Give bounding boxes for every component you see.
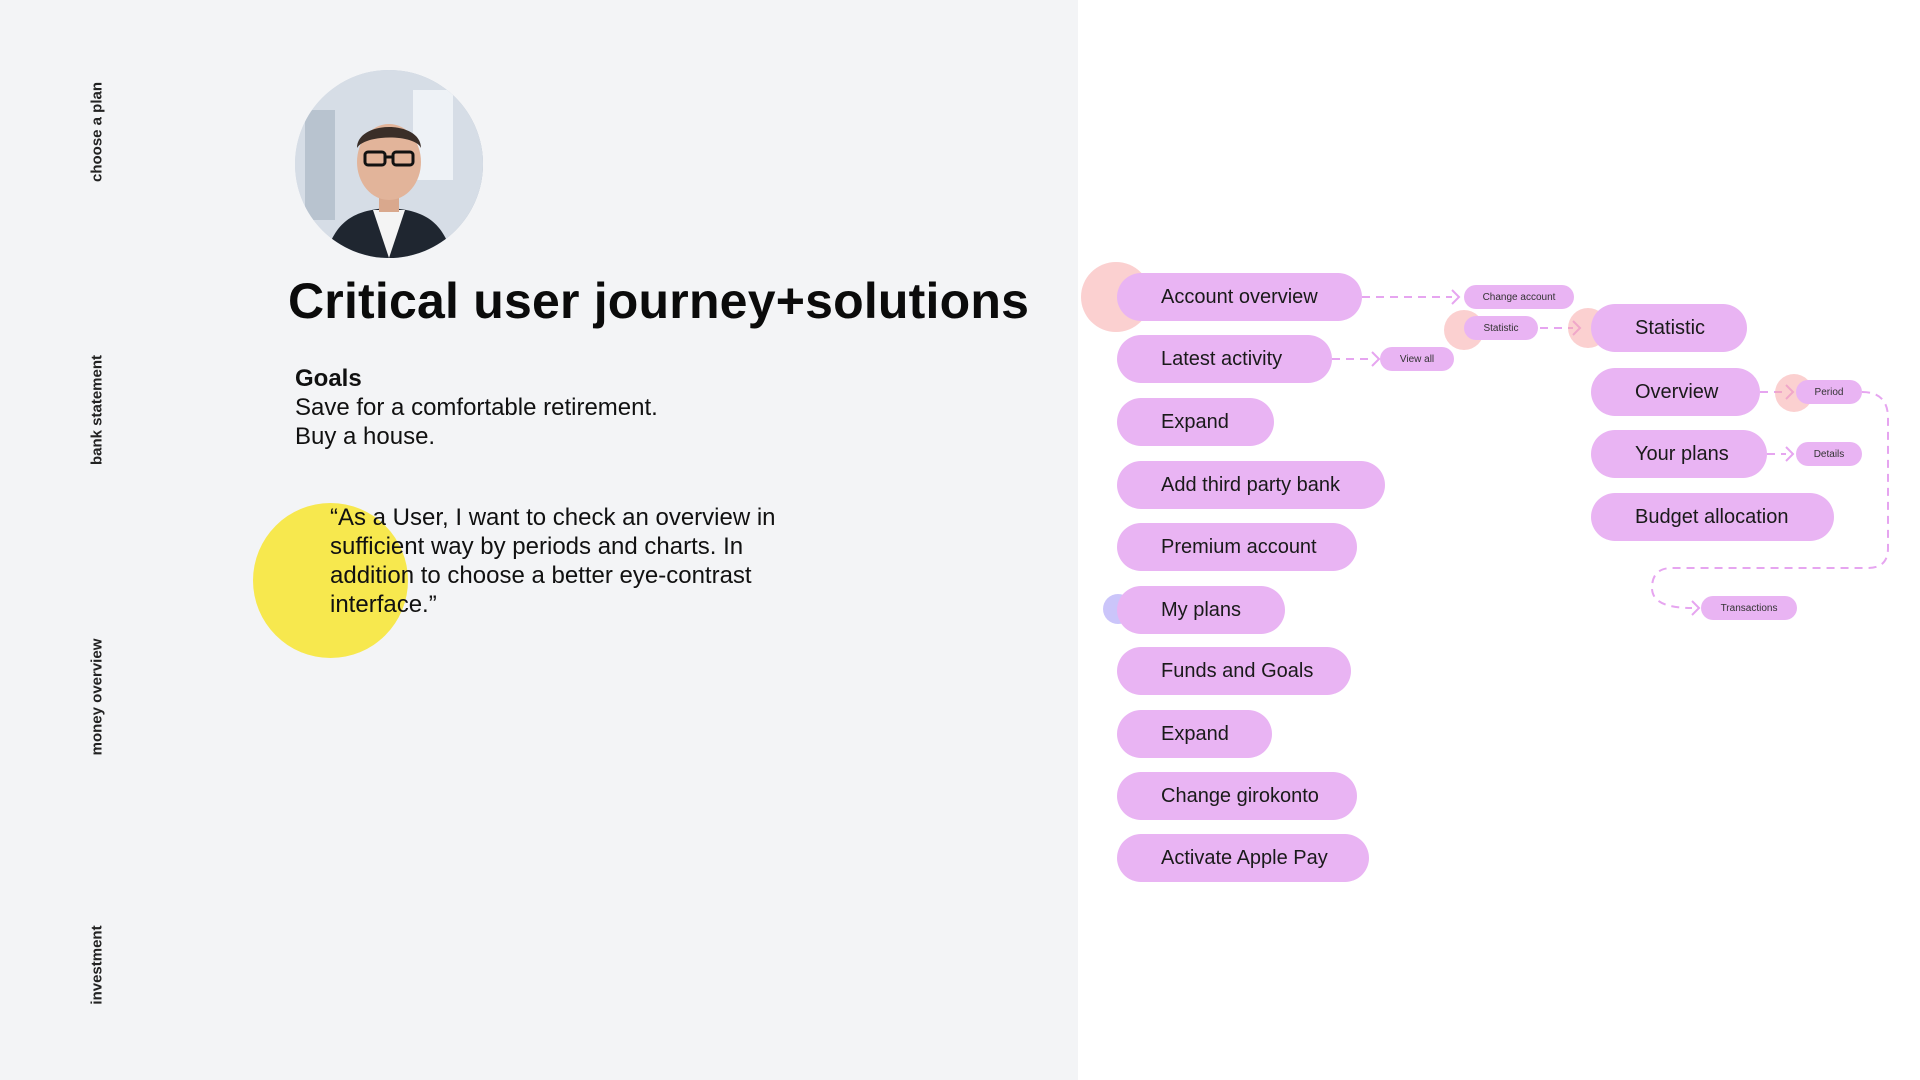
flow-chip-view-all[interactable]: View all [1380, 347, 1454, 371]
user-story-quote: “As a User, I want to check an overview … [330, 504, 776, 618]
arrow-head-icon [1371, 351, 1381, 367]
flow-node-your-plans[interactable]: Your plans [1591, 430, 1767, 478]
flow-node-latest-activity[interactable]: Latest activity [1117, 335, 1332, 383]
flow-node-overview[interactable]: Overview [1591, 368, 1760, 416]
goals-heading: Goals [295, 365, 362, 392]
flow-node-budget-allocation[interactable]: Budget allocation [1591, 493, 1834, 541]
flow-chip-period[interactable]: Period [1796, 380, 1862, 404]
arrow-head-icon [1785, 446, 1795, 462]
goals-block: Goals Save for a comfortable retirement.… [295, 364, 658, 451]
goal-item: Buy a house. [295, 423, 436, 450]
flow-chip-statistic[interactable]: Statistic [1464, 316, 1538, 340]
flow-node-premium-account[interactable]: Premium account [1117, 523, 1357, 571]
goal-item: Save for a comfortable retirement. [295, 394, 658, 421]
flow-node-expand[interactable]: Expand [1117, 710, 1272, 758]
persona-photo [295, 70, 483, 258]
flow-node-my-plans[interactable]: My plans [1117, 586, 1285, 634]
connector-period-transactions [1650, 391, 1889, 609]
flow-node-activate-apple-pay[interactable]: Activate Apple Pay [1117, 834, 1369, 882]
flow-node-statistic[interactable]: Statistic [1591, 304, 1747, 352]
arrow-head-icon [1451, 289, 1461, 305]
flow-node-account-overview[interactable]: Account overview [1117, 273, 1362, 321]
flow-chip-change-account[interactable]: Change account [1464, 285, 1574, 309]
quote-highlight-dot [253, 503, 408, 658]
page-title: Critical user journey+solutions [288, 273, 1030, 329]
arrow-head-icon [1691, 600, 1701, 616]
flow-node-expand[interactable]: Expand [1117, 398, 1274, 446]
flow-node-funds-and-goals[interactable]: Funds and Goals [1117, 647, 1351, 695]
flow-chip-transactions[interactable]: Transactions [1701, 596, 1797, 620]
persona-avatar [295, 70, 483, 258]
flow-node-change-girokonto[interactable]: Change girokonto [1117, 772, 1357, 820]
flow-node-add-third-party-bank[interactable]: Add third party bank [1117, 461, 1385, 509]
left-panel [0, 0, 1078, 1080]
flow-chip-details[interactable]: Details [1796, 442, 1862, 466]
